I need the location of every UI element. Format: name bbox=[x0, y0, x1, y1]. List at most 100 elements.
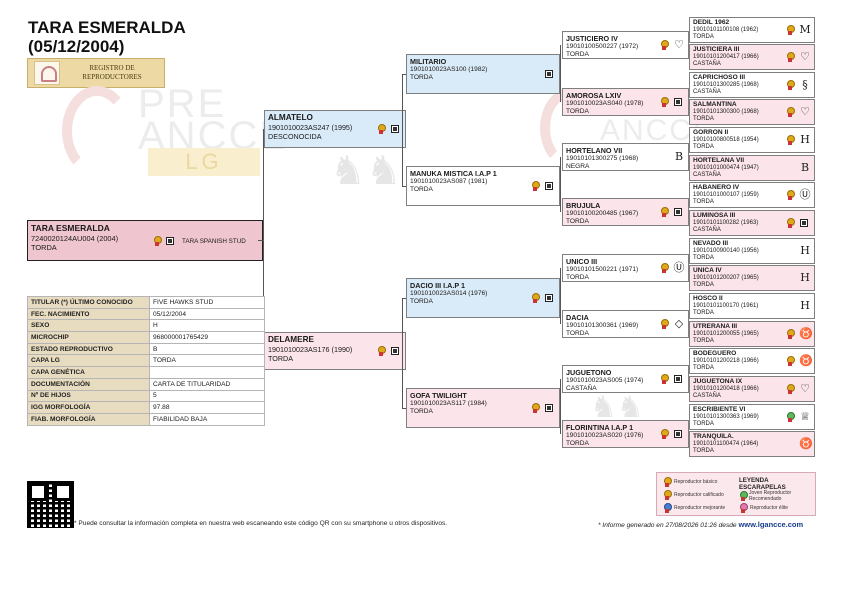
rosette-basic-icon bbox=[786, 52, 795, 62]
gen2-card[interactable]: GOFA TWILIGHT 1901010023AS117 (1984) TOR… bbox=[406, 388, 560, 428]
rosette-basic-icon bbox=[531, 181, 540, 191]
photo-icon[interactable] bbox=[166, 236, 174, 245]
rosette-basic-icon bbox=[531, 293, 540, 303]
gen3-reg: 19010100200485 (1967) bbox=[566, 210, 639, 217]
photo-icon[interactable] bbox=[545, 182, 553, 190]
photo-icon[interactable] bbox=[391, 347, 399, 355]
horse-title: TARA ESMERALDA bbox=[28, 18, 186, 37]
breeder-brand-icon: ♡ bbox=[674, 38, 684, 51]
qr-code[interactable] bbox=[27, 481, 74, 528]
gen4-card[interactable]: ESCRIBIENTE VI 19010101300363 (1969) TOR… bbox=[689, 404, 815, 430]
photo-icon[interactable] bbox=[545, 294, 553, 302]
gen3-card[interactable]: JUSTICIERO IV 19010100500227 (1972) TORD… bbox=[562, 31, 689, 59]
info-value: 968000001765429 bbox=[149, 331, 265, 344]
gen2-name: MANUKA MISTICA I.A.P 1 bbox=[410, 169, 497, 178]
gen4-card[interactable]: NEVADO III 19010100900140 (1956) TORDA H bbox=[689, 238, 815, 264]
gen4-color: CASTAÑA bbox=[693, 392, 721, 399]
generated-note: * Informe generado en 27/08/2026 01:26 d… bbox=[598, 520, 803, 529]
gen4-card[interactable]: HABANERO IV 19010101000107 (1959) TORDA … bbox=[689, 182, 815, 208]
gen3-card[interactable]: AMOROSA LXIV 1901010023AS040 (1978) TORD… bbox=[562, 88, 689, 116]
breeder-brand-icon: M bbox=[799, 23, 811, 36]
gen3-reg: 1901010023AS020 (1976) bbox=[566, 432, 644, 439]
gen4-card[interactable]: JUGUETONA IX 19010101200418 (1966) CASTA… bbox=[689, 376, 815, 402]
horse-silhouette-icon: ♞♞ bbox=[590, 391, 644, 424]
gen4-card[interactable]: TRANQUILA. 19010101100474 (1964) TORDA ♉ bbox=[689, 431, 815, 457]
gen3-reg: 19010101500221 (1971) bbox=[566, 266, 639, 273]
rosette-basic-icon bbox=[786, 329, 795, 339]
gen4-card[interactable]: HOSCO II 19010101100170 (1961) TORDA H bbox=[689, 293, 815, 319]
gen4-card[interactable]: CAPRICHOSO III 19010101300285 (1968) CAS… bbox=[689, 72, 815, 98]
gen4-card[interactable]: UNICA IV 19010101200207 (1965) TORDA H bbox=[689, 265, 815, 291]
gen3-reg: 19010101300361 (1969) bbox=[566, 322, 639, 329]
info-value: CARTA DE TITULARIDAD bbox=[149, 377, 265, 391]
gen3-color: TORDA bbox=[566, 274, 589, 281]
gen4-color: TORDA bbox=[693, 143, 714, 150]
gen4-name: SALMANTINA bbox=[693, 101, 737, 108]
gen2-card[interactable]: DACIO III I.A.P 1 1901010023AS014 (1976)… bbox=[406, 278, 560, 318]
watermark-arc-icon bbox=[62, 86, 132, 176]
photo-icon[interactable] bbox=[545, 404, 553, 412]
gen3-reg: 19010100500227 (1972) bbox=[566, 43, 639, 50]
gen4-reg: 19010101000107 (1959) bbox=[693, 191, 759, 198]
dam-card[interactable]: DELAMERE 1901010023AS176 (1990) TORDA bbox=[264, 332, 406, 370]
photo-icon[interactable] bbox=[674, 430, 682, 438]
gen3-reg: 1901010023AS040 (1978) bbox=[566, 100, 644, 107]
gen4-card[interactable]: BODEGUERO 19010101200218 (1966) TORDA ♉ bbox=[689, 348, 815, 374]
sire-card[interactable]: ALMATELO 1901010023AS247 (1995) DESCONOC… bbox=[264, 110, 406, 148]
subject-color: TORDA bbox=[31, 243, 57, 252]
gen4-color: CASTAÑA bbox=[693, 226, 721, 233]
gen4-color: TORDA bbox=[693, 33, 714, 40]
photo-icon[interactable] bbox=[391, 125, 399, 133]
gen4-name: HABANERO IV bbox=[693, 184, 740, 191]
sire-name: ALMATELO bbox=[268, 113, 313, 122]
rosette-recommended-icon bbox=[786, 412, 795, 422]
gen3-card[interactable]: HORTELANO VII 19010101300275 (1968) NEGR… bbox=[562, 143, 689, 171]
photo-icon[interactable] bbox=[674, 208, 682, 216]
gen2-card[interactable]: MANUKA MISTICA I.A.P 1 1901010023AS087 (… bbox=[406, 166, 560, 206]
photo-icon[interactable] bbox=[674, 375, 682, 383]
subject-card[interactable]: TARA ESMERALDA 7240020124AU004 (2004) TO… bbox=[27, 220, 263, 261]
registry-logo: REGISTRO DE REPRODUCTORES bbox=[27, 58, 165, 88]
breeder-brand-icon: Ⓤ bbox=[673, 261, 685, 274]
photo-icon[interactable] bbox=[545, 70, 553, 78]
photo-icon[interactable] bbox=[674, 98, 682, 106]
breeder-brand-icon: ♉ bbox=[799, 354, 813, 367]
gen3-color: TORDA bbox=[566, 440, 589, 447]
gen3-reg: 1901010023AS005 (1974) bbox=[566, 377, 644, 384]
info-key: DOCUMENTACIÓN bbox=[27, 377, 150, 391]
photo-icon[interactable] bbox=[800, 219, 808, 227]
rosette-legend: LEYENDA ESCARAPELAS Reproductor básico R… bbox=[656, 472, 816, 516]
gen3-card[interactable]: JUGUETONO 1901010023AS005 (1974) CASTAÑA bbox=[562, 365, 689, 393]
gen3-card[interactable]: UNICO III 19010101500221 (1971) TORDA Ⓤ bbox=[562, 254, 689, 282]
gen4-card[interactable]: GORRON II 19010100800518 (1954) TORDA H bbox=[689, 127, 815, 153]
gen4-card[interactable]: LUMINOSA III 19010101100282 (1963) CASTA… bbox=[689, 210, 815, 236]
info-key: Nº DE HIJOS bbox=[27, 389, 150, 403]
gen4-reg: 19010101100474 (1964) bbox=[693, 440, 759, 447]
breeder-brand-icon: H bbox=[800, 271, 810, 284]
website-link[interactable]: www.lgancce.com bbox=[738, 520, 804, 529]
info-key: FEC. NACIMIENTO bbox=[27, 307, 150, 321]
gen4-card[interactable]: UTRERANA III 19010101200055 (1965) TORDA… bbox=[689, 321, 815, 347]
sire-color: DESCONOCIDA bbox=[268, 132, 322, 141]
rosette-basic-icon bbox=[153, 235, 162, 246]
gen4-color: TORDA bbox=[693, 337, 714, 344]
gen4-card[interactable]: JUSTICIERA III 19010101200417 (1966) CAS… bbox=[689, 44, 815, 70]
dam-color: TORDA bbox=[268, 354, 294, 363]
breeder-brand-icon: ♉ bbox=[799, 327, 813, 340]
gen3-card[interactable]: FLORINTINA I.A.P 1 1901010023AS020 (1976… bbox=[562, 420, 689, 448]
gen4-card[interactable]: DEDIL 1962 19010101100108 (1962) TORDA M bbox=[689, 17, 815, 43]
gen3-card[interactable]: DACIA 19010101300361 (1969) TORDA ◇ bbox=[562, 310, 689, 338]
table-row: CAPA GENÉTICA bbox=[27, 366, 265, 379]
gen4-card[interactable]: SALMANTINA 19010101300300 (1968) TORDA ♡ bbox=[689, 99, 815, 125]
gen3-card[interactable]: BRUJULA 19010100200485 (1967) TORDA bbox=[562, 198, 689, 226]
rosette-basic-icon bbox=[660, 97, 669, 107]
horse-silhouette-icon: ♞♞ bbox=[330, 149, 402, 193]
gen3-name: UNICO III bbox=[566, 257, 598, 266]
gen2-card[interactable]: MILITARIO 1901010023AS100 (1982) TORDA bbox=[406, 54, 560, 94]
gen4-card[interactable]: HORTELANA VII 19010101000474 (1947) CAST… bbox=[689, 155, 815, 181]
logo-caption: REGISTRO DE REPRODUCTORES bbox=[82, 64, 142, 81]
